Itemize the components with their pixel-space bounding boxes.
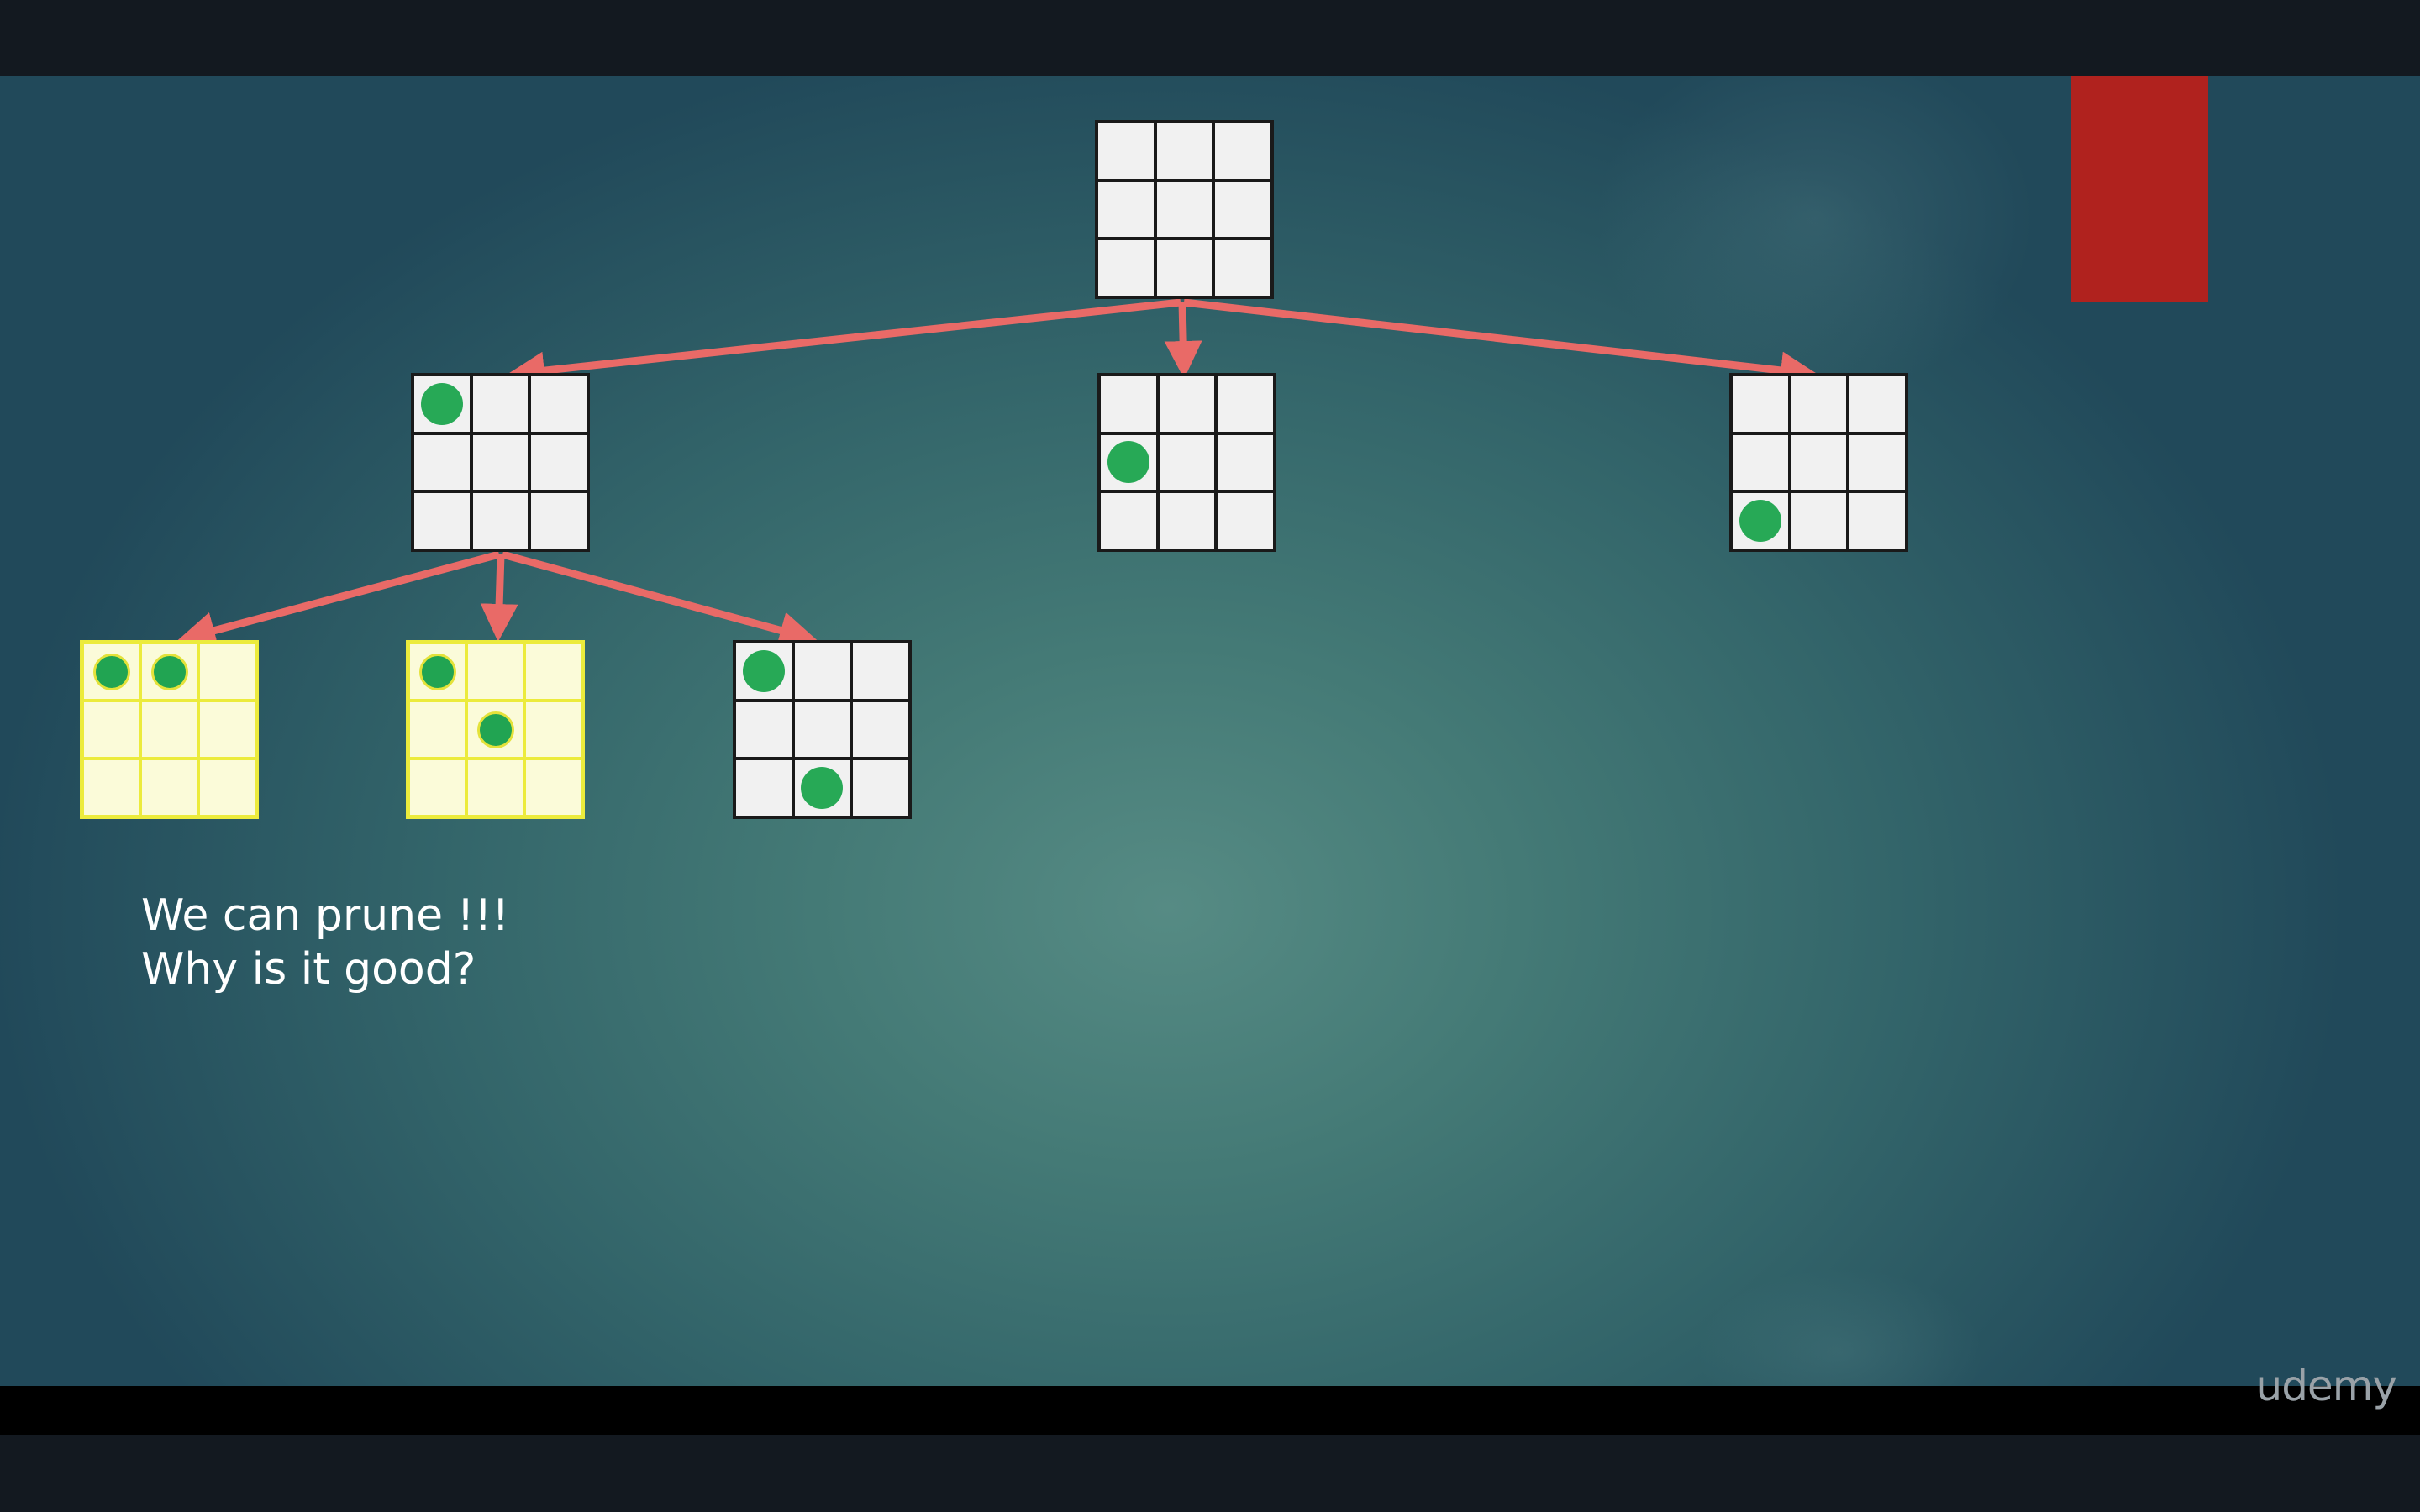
queen-piece	[476, 711, 514, 748]
board-level2-pruned-second	[406, 640, 585, 819]
board-cell	[142, 702, 197, 757]
bottom-strip	[0, 1435, 2420, 1512]
board-cell	[736, 643, 792, 699]
board-cell	[531, 376, 587, 432]
board-cell	[1218, 434, 1273, 491]
board-cell	[200, 760, 255, 815]
arrow-left-to-child3	[501, 550, 818, 649]
board-cell	[1098, 240, 1154, 296]
board-cell	[142, 644, 197, 699]
arrow-root-to-middle	[1164, 302, 1202, 379]
board-cell	[1159, 376, 1215, 432]
board-cell	[468, 702, 523, 757]
board-cell	[414, 493, 470, 549]
board-cell	[468, 760, 523, 815]
board-cell	[1098, 123, 1154, 179]
board-cell	[736, 701, 792, 758]
board-level2-third	[733, 640, 912, 819]
board-cell	[410, 702, 465, 757]
board-cell	[1215, 181, 1270, 238]
queen-piece	[801, 767, 844, 810]
board-cell	[410, 644, 465, 699]
board-cell	[531, 493, 587, 549]
board-cell	[84, 760, 139, 815]
board-cell	[1215, 123, 1270, 179]
board-cell	[794, 643, 850, 699]
board-cell	[414, 434, 470, 491]
red-block	[2071, 76, 2208, 302]
board-cell	[472, 376, 529, 432]
board-cell	[1159, 493, 1215, 549]
board-cell	[1733, 376, 1788, 432]
board-cell	[853, 701, 908, 758]
board-cell	[1101, 376, 1156, 432]
board-cell	[200, 702, 255, 757]
board-cell	[853, 643, 908, 699]
board-level1-middle	[1097, 373, 1276, 552]
board-cell	[1849, 376, 1905, 432]
board-cell	[1156, 181, 1213, 238]
board-cell	[1101, 434, 1156, 491]
queen-piece	[150, 653, 188, 690]
board-cell	[468, 644, 523, 699]
board-cell	[526, 702, 581, 757]
arrow-root-to-left	[507, 298, 1181, 390]
board-cell	[736, 760, 792, 816]
queen-piece	[1107, 441, 1150, 484]
queen-piece	[418, 653, 456, 690]
board-cell	[472, 493, 529, 549]
board-cell	[1159, 434, 1215, 491]
board-cell	[794, 760, 850, 816]
board-cell	[1849, 493, 1905, 549]
bottom-letterbox	[0, 1386, 2420, 1512]
udemy-logo: udemy	[2255, 1362, 2397, 1410]
board-cell	[142, 760, 197, 815]
board-cell	[1098, 181, 1154, 238]
note-line-prune: We can prune !!!	[141, 890, 510, 941]
board-cell	[1218, 376, 1273, 432]
queen-piece	[92, 653, 130, 690]
board-root	[1095, 120, 1274, 299]
board-cell	[1791, 434, 1847, 491]
board-cell	[200, 644, 255, 699]
top-letterbox	[0, 0, 2420, 76]
board-cell	[526, 760, 581, 815]
board-cell	[1215, 240, 1270, 296]
note-line-question: Why is it good?	[141, 944, 476, 995]
board-cell	[1733, 493, 1788, 549]
board-cell	[84, 702, 139, 757]
board-level1-left	[411, 373, 590, 552]
board-cell	[1733, 434, 1788, 491]
board-cell	[472, 434, 529, 491]
board-cell	[1218, 493, 1273, 549]
board-cell	[414, 376, 470, 432]
board-level1-right	[1729, 373, 1908, 552]
board-cell	[1849, 434, 1905, 491]
board-cell	[1101, 493, 1156, 549]
board-cell	[1156, 240, 1213, 296]
board-cell	[410, 760, 465, 815]
presentation-slide: We can prune !!! Why is it good?	[0, 76, 2420, 1386]
arrow-left-to-child1	[177, 550, 501, 649]
board-cell	[526, 644, 581, 699]
board-cell	[853, 760, 908, 816]
tree-arrows	[177, 298, 1818, 649]
board-level2-pruned-first	[80, 640, 259, 819]
board-cell	[1791, 493, 1847, 549]
queen-piece	[420, 382, 463, 425]
board-cell	[1156, 123, 1213, 179]
board-cell	[794, 701, 850, 758]
board-cell	[1791, 376, 1847, 432]
queen-piece	[1739, 500, 1781, 543]
queen-piece	[742, 649, 785, 692]
board-cell	[531, 434, 587, 491]
arrow-root-to-right	[1183, 298, 1818, 390]
arrow-left-to-child2	[480, 554, 518, 642]
slide-note: We can prune !!! Why is it good?	[141, 889, 509, 996]
board-cell	[84, 644, 139, 699]
